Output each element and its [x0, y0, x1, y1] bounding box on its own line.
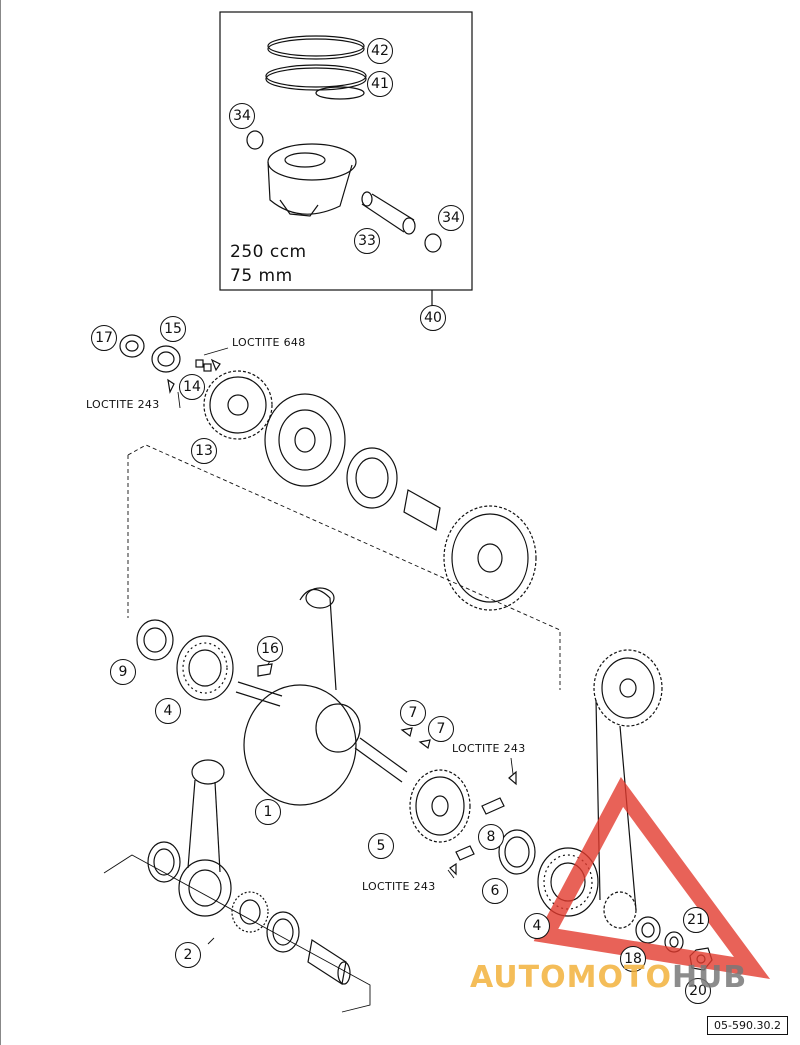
callout-2: 2 — [175, 942, 201, 968]
callout-40: 40 — [420, 305, 446, 331]
needle-bearing — [403, 489, 441, 531]
callout-7-b: 7 — [428, 716, 454, 742]
key-648 — [210, 358, 221, 372]
loctite-243-label-top: LOCTITE 243 — [86, 398, 160, 411]
woodruff-key-16 — [257, 663, 273, 677]
callout-20: 20 — [685, 978, 711, 1004]
callout-14: 14 — [179, 374, 205, 400]
callout-1: 1 — [255, 799, 281, 825]
conrod-lower — [178, 759, 232, 917]
watermark-logo — [533, 777, 771, 979]
crank-pin — [307, 939, 351, 985]
bearing-4-left — [176, 635, 234, 701]
callout-4-left: 4 — [155, 698, 181, 724]
callout-17: 17 — [91, 325, 117, 351]
key-14 — [167, 378, 175, 394]
assembly-bracket — [127, 444, 561, 690]
piston-kit-box — [219, 11, 473, 291]
piston-displacement: 250 ccm — [230, 242, 307, 262]
callout-7-a: 7 — [400, 700, 426, 726]
callout-8: 8 — [478, 824, 504, 850]
flywheel-rotor — [264, 393, 346, 487]
piston-pin — [361, 191, 416, 235]
watermark-text: AUTOMOTOHUB — [470, 960, 747, 995]
needle-cage — [231, 891, 269, 933]
washer-18 — [635, 916, 661, 944]
callout-9: 9 — [110, 659, 136, 685]
callout-33: 33 — [354, 228, 380, 254]
watermark-part-a: AUTOMOTO — [470, 960, 672, 995]
watermark-part-b: HUB — [671, 960, 748, 995]
circlip-top — [246, 130, 264, 150]
gear-5 — [409, 769, 471, 843]
circlip-right — [424, 233, 442, 253]
small-pins — [195, 359, 212, 372]
callout-15: 15 — [160, 316, 186, 342]
loctite-243-label-right: LOCTITE 243 — [452, 742, 526, 755]
gear-13 — [203, 370, 273, 440]
conrod-kit-bracket — [103, 854, 371, 1013]
callout-13: 13 — [191, 438, 217, 464]
callout-16: 16 — [257, 636, 283, 662]
bolt-8 — [481, 770, 517, 815]
reference-code: 05-590.30.2 — [707, 1016, 788, 1035]
piston-ring-top — [267, 35, 365, 60]
freewheel — [346, 447, 398, 509]
timing-chain — [595, 699, 637, 911]
callout-41: 41 — [367, 71, 393, 97]
timing-chain-sprocket-bottom — [603, 891, 637, 929]
starter-gear — [443, 505, 537, 611]
key-7-b — [418, 739, 431, 750]
timing-chain-sprocket-top — [593, 649, 663, 727]
bearing-17 — [119, 334, 145, 358]
loctite-648-label: LOCTITE 648 — [232, 336, 306, 349]
key-7-a — [400, 727, 413, 738]
loctite-243-label-lower: LOCTITE 243 — [362, 880, 436, 893]
piston-ring-bottom — [265, 64, 367, 100]
piston-bore: 75 mm — [230, 266, 293, 286]
page-edge-line — [0, 0, 1, 1045]
washer-6 — [498, 829, 536, 875]
callout-34-top: 34 — [229, 103, 255, 129]
piston — [267, 143, 357, 217]
seal-9 — [136, 619, 174, 661]
callout-21: 21 — [683, 907, 709, 933]
callout-4-right: 4 — [524, 913, 550, 939]
thrust-washer-left — [147, 841, 181, 883]
callout-34-right: 34 — [438, 205, 464, 231]
callout-42: 42 — [367, 38, 393, 64]
thrust-washer-right — [266, 911, 300, 953]
callout-6: 6 — [482, 878, 508, 904]
seal-15 — [151, 345, 181, 373]
callout-18: 18 — [620, 946, 646, 972]
callout-5: 5 — [368, 833, 394, 859]
bolt-lower — [449, 845, 475, 876]
crankshaft — [235, 587, 408, 806]
